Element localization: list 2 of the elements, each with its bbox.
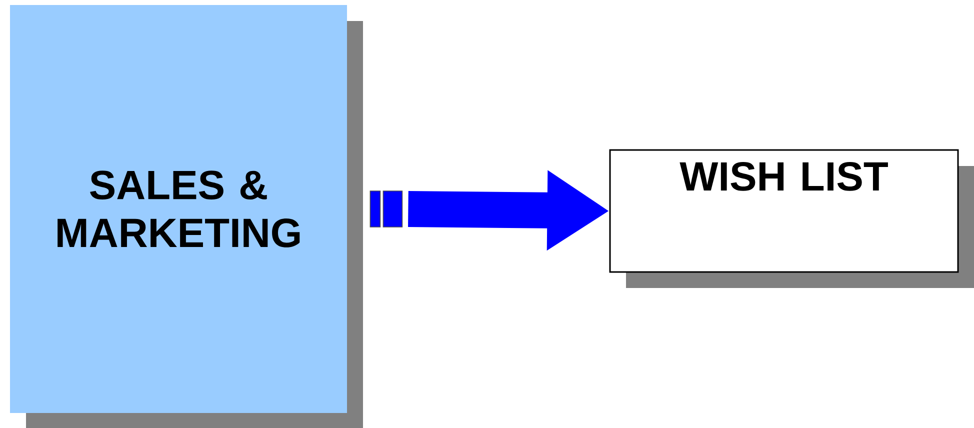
text-box: WISH LIST (609, 149, 959, 273)
panel-box: SALES & MARKETING (10, 5, 347, 413)
